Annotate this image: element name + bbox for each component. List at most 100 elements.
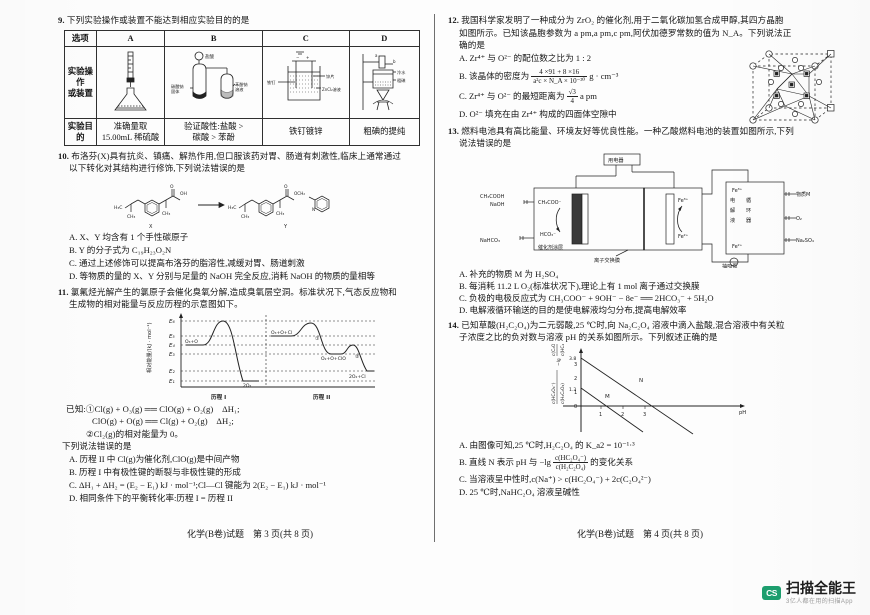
q10-stem-line1: 布洛芬(X)具有抗炎、镇痛、解热作用,但口服该药对胃、肠道有刺激性,临床上通常通… [71,150,401,161]
svg-text:X: X [149,224,153,230]
svg-text:②: ② [355,354,360,360]
svg-text:Fe³⁺: Fe³⁺ [732,188,743,194]
camscanner-watermark: CS 扫描全能王 3亿人都在用的扫描App [762,581,856,605]
svg-text:铁钉: 铁钉 [267,79,276,86]
q11-given-2: ②Cl₂(g)的相对能量为 0。 [86,428,184,439]
q11-ask: 下列说法错误的是 [62,441,132,451]
svg-text:b: b [393,59,396,64]
svg-text:Fe³⁺: Fe³⁺ [678,198,689,204]
cell-device-b: 盐酸 碳酸钠 固体 苯酚钠 溶液 [164,45,263,119]
q9-stem: 下列实验操作或装置不能达到相应实验目的的是 [66,15,250,25]
svg-text:循: 循 [746,196,751,204]
svg-text:催化剂涂层: 催化剂涂层 [538,244,563,251]
question-13: 13. 燃料电池具有高比能量、环境友好等优良性能。一种乙酸燃料电池的装置如图所示… [448,125,843,316]
acetic-acid-fuel-cell-icon: 用电器 [480,153,813,268]
svg-text:CH₃: CH₃ [162,211,171,217]
svg-text:CH₃: CH₃ [127,214,136,220]
ibuprofen-transformation-icon: H₃C CH₃ CH₃ O [114,184,329,230]
q9-number: 9. [58,15,65,25]
cell-aim-d: 粗碘的提纯 [348,117,421,146]
svg-text:2O₂+Cl: 2O₂+Cl [349,374,366,380]
svg-text:c(H₂C₂O₄): c(H₂C₂O₄) [560,382,566,403]
cell-aim-c: 铁钉镀锌 [261,117,350,146]
q13-option-a: A. 补充的物质 M 为 H₂SO₄ [459,268,559,279]
svg-text:H₃C: H₃C [228,205,236,211]
svg-text:器: 器 [746,217,752,224]
q12-stem-line2: 如图所示。已知该晶胞参数为 a pm,a pm,c pm,阿伏加德罗常数的值为 … [459,27,792,38]
row-label-aim: 实验目的 [64,117,97,146]
svg-text:Fe²⁺: Fe²⁺ [678,234,689,240]
q14-option-c: C. 当溶液呈中性时,c(Na⁺) > c(HC₂O₄⁻) + 2c(C₂O₄²… [459,473,651,484]
svg-text:2O₂: 2O₂ [243,383,252,389]
question-10: 10. 布洛芬(X)具有抗炎、镇痛、解热作用,但口服该药对胃、肠道有刺激性,临床… [58,150,453,283]
q12-number: 12. [448,15,460,25]
svg-text:O: O [170,184,174,190]
svg-text:CH₃COO⁻: CH₃COO⁻ [538,200,562,206]
q12-stem-line3: 确的是 [459,40,486,50]
cell-device-a [95,45,166,119]
q10-option-b: B. Y 的分子式为 C₁₉H₂₃O₂N [69,244,172,255]
svg-text:2: 2 [574,376,577,382]
q13-stem-line1: 燃料电池具有高比能量、环境友好等优良性能。一种乙酸燃料电池的装置如图所示,下列 [461,125,794,136]
q14-option-a: A. 由图像可知,25 ℃时,H₂C₂O₄ 的 K_a2 = 10⁻¹·³ [459,439,635,450]
svg-text:CH₃: CH₃ [276,211,285,217]
svg-text:pH: pH [739,410,746,416]
svg-text:3.8: 3.8 [569,356,576,362]
svg-text:1: 1 [574,390,577,396]
q12-option-d: D. O²⁻ 填充在由 Zr⁴⁺ 构成的四面体空隙中 [459,108,617,119]
q12-option-a: A. Zr⁴⁺ 与 O²⁻ 的配位数之比为 1 : 2 [459,52,592,63]
right-page-column: 12. 我国科学家发明了一种成分为 ZrO₂ 的催化剂,用于二氧化碳加氢合成甲醇… [448,14,843,502]
svg-text:固体: 固体 [171,88,180,95]
distillation-apparatus-icon: a b 冷水 粗碘 [362,53,407,111]
table-device-row: 实验操作 或装置 [64,45,421,119]
th-c: C [261,29,350,47]
cell-aim-b: 验证酸性:盐酸 > 碳酸 > 苯酚 [164,117,263,146]
q14-stem-line2: 子浓度之比的负对数与溶液 pH 的关系如图所示。下列叙述正确的是 [459,332,718,342]
table-header-row: 选项 A B C D [64,29,421,47]
q13-option-b: B. 每消耗 11.2 L O₂(标准状况下),理论上有 1 mol 离子通过交… [459,280,700,291]
q13-stem-line2: 说法错误的是 [459,138,512,148]
svg-text:环: 环 [746,207,751,214]
svg-text:Fe²⁺: Fe²⁺ [732,244,743,250]
svg-text:c(HC₂O₄⁻): c(HC₂O₄⁻) [551,382,557,404]
svg-text:离子交换膜: 离子交换膜 [594,256,620,264]
svg-text:N: N [639,378,643,384]
svg-text:①: ① [315,336,320,342]
svg-text:a: a [375,53,378,58]
svg-text:H₃C: H₃C [114,205,122,211]
q13-option-c: C. 负极的电极反应式为 CH₃COO⁻ + 9OH⁻ − 8e⁻ ══ 2HC… [459,292,714,303]
svg-text:历程 II: 历程 II [313,393,330,401]
test-tube-gas-apparatus-icon: 盐酸 碳酸钠 固体 苯酚钠 溶液 [171,51,247,99]
svg-text:电: 电 [730,196,735,204]
q14-number: 14. [448,319,460,330]
q12-stem-line1: 我国科学家发明了一种成分为 ZrO₂ 的催化剂,用于二氧化碳加氢合成甲醇,其四方… [461,15,784,25]
q14-ph-chart: c(HC₂O₄⁻) c(H₂C₂O₄) −lg c(C₂O₄²⁻) c(HC₂O… [448,343,843,439]
svg-text:−lg: −lg [556,358,562,366]
svg-text:E₅: E₅ [169,334,175,340]
q11-option-a: A. 历程 II 中 Cl(g)为催化剂,ClO(g)是中间产物 [69,453,240,464]
q9-experiment-table: 选项 A B C D 实验操作 或装置 [64,29,421,146]
svg-text:c(HC₂O₄⁻): c(HC₂O₄⁻) [560,344,566,356]
svg-text:NaOH: NaOH [490,202,505,208]
q13-number: 13. [448,125,460,136]
svg-text:OH: OH [180,191,187,197]
svg-text:液: 液 [730,216,735,224]
density-fraction: 4 ×91 + 8 ×16 a²c × N_A × 10⁻³⁰ [531,67,588,85]
svg-text:E₁: E₁ [169,379,175,385]
svg-text:−: − [296,55,299,60]
q12-option-b: B. 该晶体的密度为 4 ×91 + 8 ×16 a²c × N_A × 10⁻… [459,67,619,85]
q11-option-b: B. 历程 I 中有极性键的断裂与非极性键的形成 [69,466,241,477]
svg-text:粗碘: 粗碘 [397,77,405,84]
svg-text:OCH₂: OCH₂ [294,191,305,196]
q12-option-c: C. Zr⁴⁺ 与 O²⁻ 的最短距离为 √3 4 a pm [459,87,597,105]
camscanner-badge-icon: CS [762,586,781,600]
svg-text:O₂+O+ClO: O₂+O+ClO [321,356,346,362]
q11-number: 11. [58,286,69,297]
camscanner-title: 扫描全能王 [786,580,856,596]
q11-energy-diagram: 相对能量/(kJ · mol⁻¹) E₆ E₅ E₄ E₃ E₂ E₁ [58,311,453,403]
q10-option-d: D. 等物质的量的 X、Y 分别与足量的 NaOH 完全反应,消耗 NaOH 的… [69,270,375,281]
right-page-footer: 化学(B卷)试题 第 4 页(共 8 页) [577,529,703,539]
svg-text:碳酸钠: 碳酸钠 [171,83,184,90]
q10-number: 10. [58,150,70,161]
